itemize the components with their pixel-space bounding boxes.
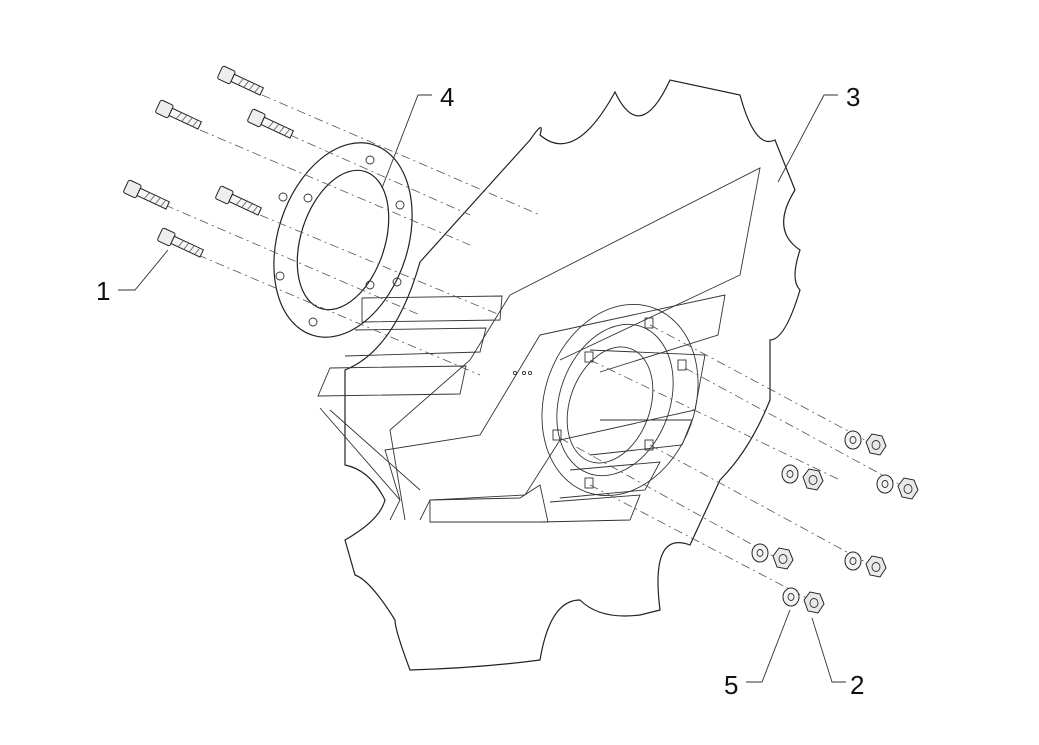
bolt [215,185,263,216]
washer [781,464,799,484]
callout-2: 2 [850,670,864,700]
bolt [157,227,205,258]
callout-1: 1 [96,276,110,306]
nut [865,433,887,456]
callout-3: 3 [846,82,860,112]
washer [782,587,800,607]
leader-lines [118,94,846,683]
assembly-axis-lines [164,94,911,606]
washer [751,543,769,563]
disc-blade [317,79,801,671]
washer [844,430,862,450]
bolt [155,99,203,130]
washer-nut-set [751,430,919,614]
bolt [247,108,295,139]
nut [772,547,794,570]
nut [802,468,824,491]
washer [844,551,862,571]
nut [803,591,825,614]
nut [897,477,919,500]
bolt-set [123,65,295,258]
callout-4: 4 [440,82,454,112]
callout-5: 5 [724,670,738,700]
nut [865,555,887,578]
bolt [217,65,265,96]
bolt [123,179,171,210]
flange-ring [273,142,413,338]
washer [876,474,894,494]
